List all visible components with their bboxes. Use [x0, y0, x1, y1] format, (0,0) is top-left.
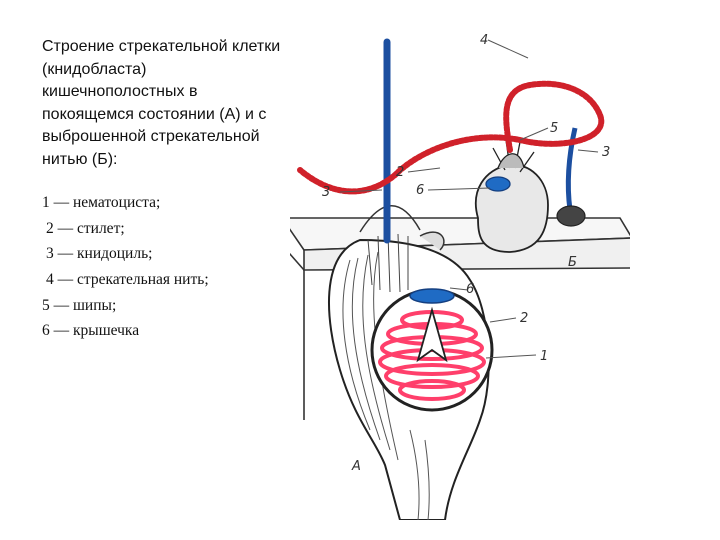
figure-caption-title: Строение стрекательной клетки (книдоблас… [42, 36, 282, 171]
label-5: 5 [550, 121, 558, 136]
label-a: А [351, 459, 361, 474]
discharged-thread [300, 84, 601, 192]
cnidoblast-illustration: 4 5 3 2 6 3 Б 6 2 1 А [290, 20, 630, 520]
operculum-a [410, 289, 454, 303]
legend-item-6: 6 — крышечка [42, 322, 282, 348]
legend-item-5: 5 — шипы; [42, 297, 282, 323]
label-4: 4 [480, 33, 488, 48]
label-b: Б [568, 255, 577, 270]
label-3-b: 3 [602, 145, 610, 160]
nematocyst-capsule [372, 289, 492, 410]
label-6-b: 6 [416, 183, 424, 198]
label-2-b: 2 [396, 165, 404, 180]
legend-item-4: 4 — стрекательная нить; [42, 271, 282, 297]
legend-item-3: 3 — книдоциль; [42, 245, 282, 271]
label-2-a: 2 [520, 311, 528, 326]
legend-list: 1 — нематоциста; 2 — стилет; 3 — книдоци… [42, 194, 282, 348]
legend-item-1: 1 — нематоциста; [42, 194, 282, 220]
legend-item-2: 2 — стилет; [42, 220, 282, 246]
operculum-b [486, 177, 510, 191]
label-1: 1 [540, 349, 548, 364]
label-6-a: 6 [466, 282, 474, 297]
label-3-a: 3 [322, 185, 330, 200]
